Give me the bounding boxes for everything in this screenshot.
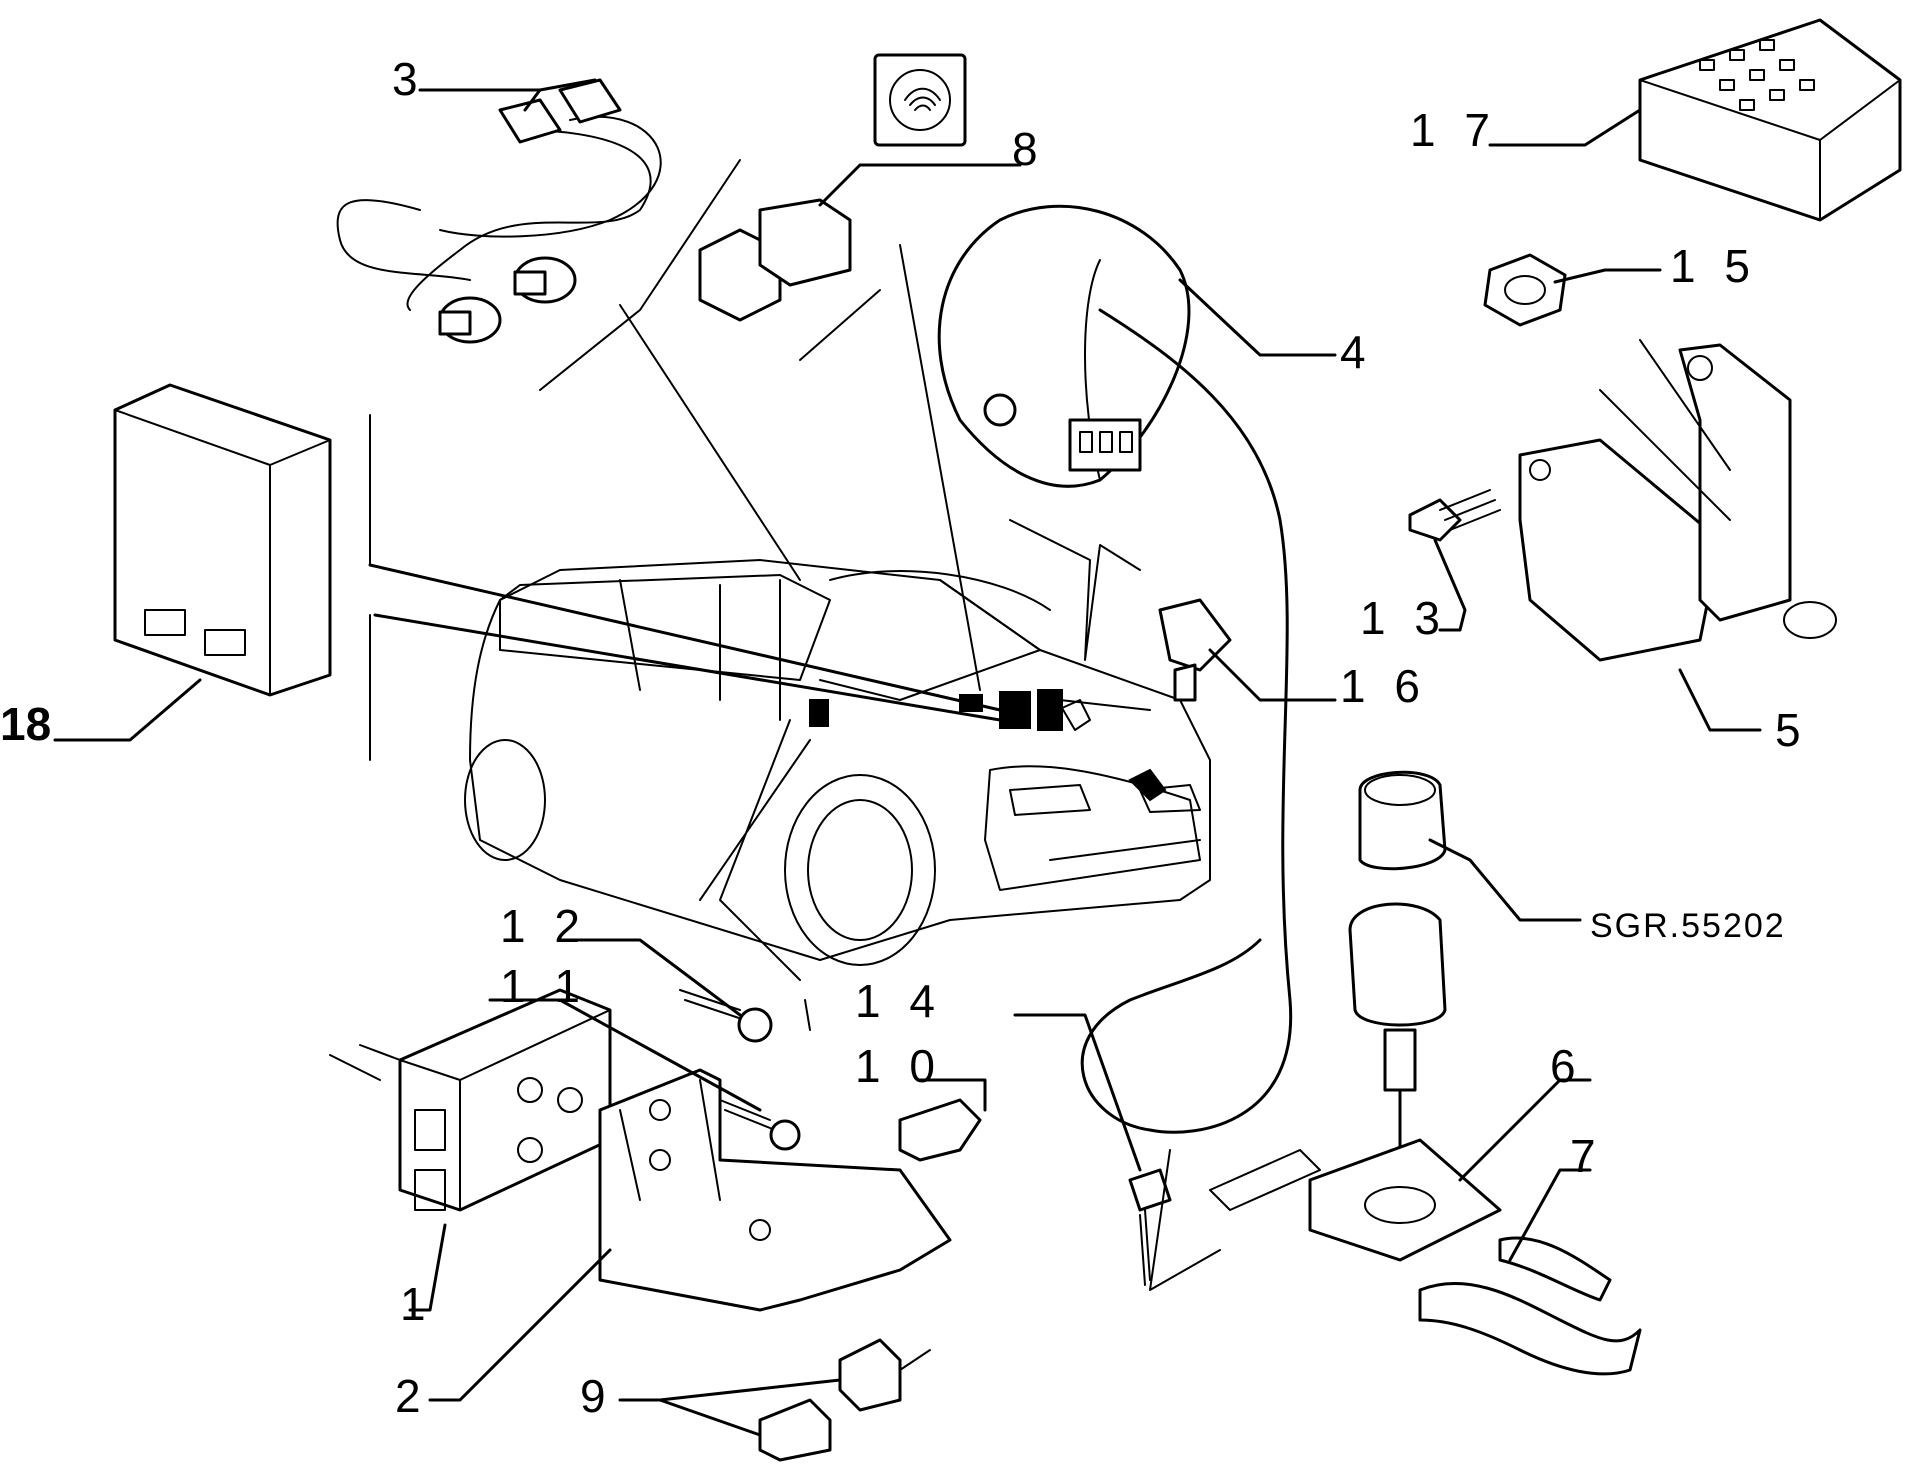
part-16-clip	[1158, 598, 1337, 702]
label-sgr-reference: SGR.55202	[1590, 907, 1786, 945]
part-4-siren	[937, 204, 1337, 1134]
part-13-bolt	[1408, 489, 1501, 632]
part-7-gasket	[1418, 1168, 1642, 1376]
callout-labels: 3 8 1 7 1 5 4 1 3 1 6 5 18 SGR.55202 1 2…	[0, 53, 1809, 1422]
part-2-bracket	[428, 1068, 952, 1402]
label-14: 1 4	[855, 975, 943, 1027]
label-1: 1	[400, 1278, 434, 1330]
label-3: 3	[392, 53, 426, 105]
label-16: 1 6	[1340, 660, 1428, 712]
part-10-clip	[898, 1078, 987, 1162]
label-4: 4	[1340, 326, 1374, 378]
label-9: 9	[580, 1370, 614, 1422]
label-2: 2	[395, 1370, 429, 1422]
label-13: 1 3	[1360, 592, 1448, 644]
label-18: 18	[0, 698, 51, 750]
leader-lines	[368, 159, 1151, 1031]
label-5: 5	[1775, 704, 1809, 756]
label-12: 1 2	[500, 900, 588, 952]
part-6-plate	[1209, 1078, 1592, 1262]
part-17-keypad	[1488, 18, 1902, 222]
car-illustration	[464, 559, 1211, 966]
part-11-screw	[488, 998, 801, 1151]
label-15: 1 5	[1670, 240, 1758, 292]
part-5-bracket	[1518, 339, 1837, 732]
label-10: 1 0	[855, 1040, 943, 1092]
part-3-sensors	[336, 78, 662, 344]
part-1-relay-box	[329, 988, 612, 1312]
part-14-bolt	[1013, 1013, 1221, 1291]
part-18-control-unit	[53, 383, 332, 742]
part-8-switch	[698, 53, 1022, 322]
label-11: 1 1	[500, 960, 588, 1012]
label-8: 8	[1012, 123, 1046, 175]
part-9-connectors	[618, 1338, 931, 1462]
part-15-nut	[1483, 253, 1662, 327]
label-17: 1 7	[1410, 104, 1498, 156]
part-12-screw	[563, 938, 773, 1043]
label-7: 7	[1570, 1130, 1604, 1182]
label-6: 6	[1550, 1040, 1584, 1092]
lock-cylinder	[1348, 770, 1582, 1212]
